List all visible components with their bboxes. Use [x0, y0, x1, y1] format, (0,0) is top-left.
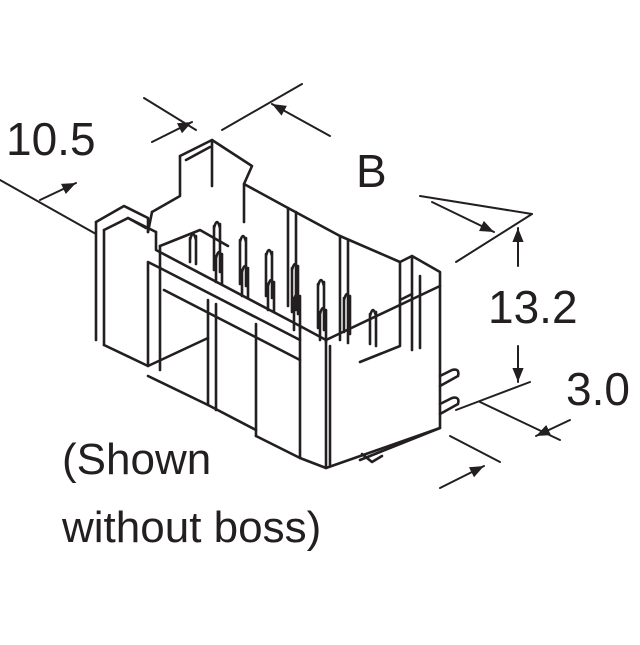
arrow-30-a	[535, 419, 571, 437]
dimension-lines	[0, 83, 571, 489]
header-pins	[188, 220, 378, 348]
arrow-b-b	[431, 201, 495, 233]
height-dimension-label: 13.2	[488, 281, 578, 333]
arrow-30-b	[439, 465, 485, 489]
ext-line-132-bottom	[455, 381, 531, 411]
ext-line-b-left	[221, 83, 303, 131]
ext-line-30-low	[449, 435, 501, 463]
arrow-105-b	[151, 121, 193, 143]
ext-line-b-right	[455, 213, 533, 263]
housing-cavity	[146, 182, 422, 364]
dim-line-b-mid	[419, 195, 533, 215]
caption-line-1: (Shown	[62, 435, 212, 484]
pcb-tails	[438, 368, 460, 416]
ext-line-30	[479, 401, 561, 441]
pin-tail-dimension-label: 3.0	[566, 363, 630, 415]
width-dimension-label: 10.5	[6, 113, 96, 165]
arrow-105-a	[39, 182, 77, 201]
ext-line-105-left	[0, 179, 97, 235]
caption-line-2: without boss)	[62, 503, 322, 552]
housing-front-wall	[102, 230, 302, 460]
arrow-b-a	[271, 103, 331, 137]
length-dimension-label: B	[356, 145, 387, 197]
ext-line-105-right	[143, 97, 197, 131]
housing-left-wall	[94, 204, 158, 347]
